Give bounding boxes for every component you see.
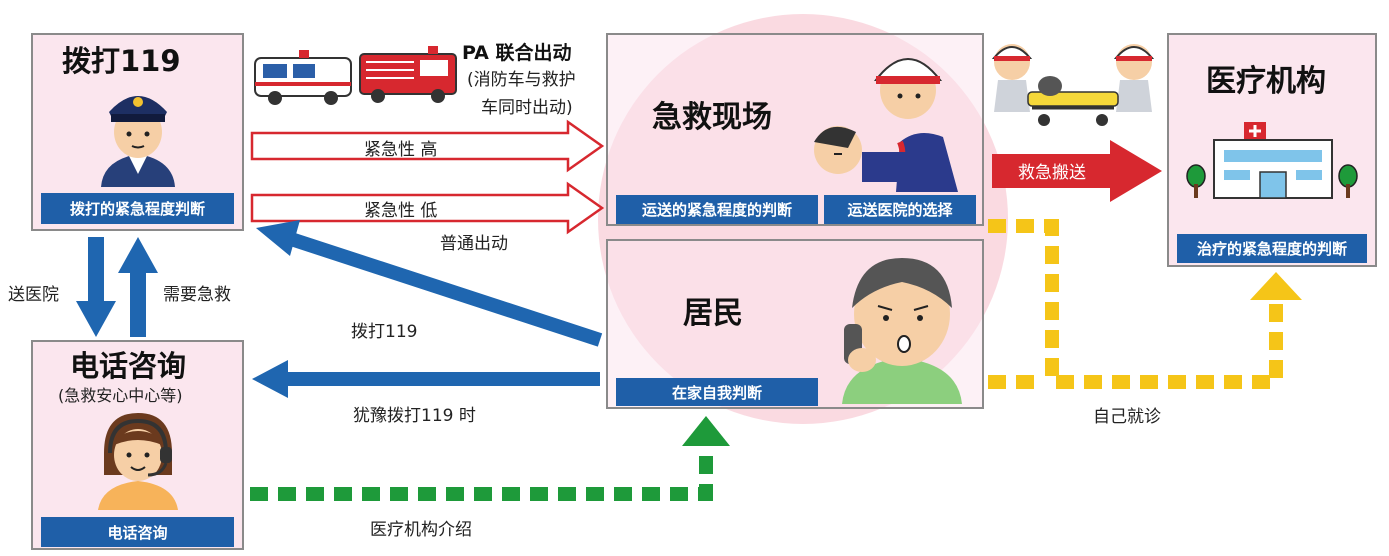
pa-dispatch-title: PA 联合出动 bbox=[462, 42, 572, 64]
resident-label: 在家自我判断 bbox=[616, 378, 818, 406]
need-ambulance-arrow bbox=[118, 237, 158, 337]
self-visit-label: 自己就诊 bbox=[1093, 407, 1161, 427]
hospital-label: 治疗的紧急程度的判断 bbox=[1177, 234, 1367, 263]
fire-truck-icon bbox=[359, 46, 457, 103]
hospital-building-icon bbox=[1186, 122, 1358, 199]
urgent-low-arrow bbox=[250, 181, 605, 235]
transport-arrow bbox=[992, 140, 1162, 202]
hesitate-call-label: 犹豫拨打119 时 bbox=[353, 406, 476, 426]
scene-label-right: 运送医院的选择 bbox=[824, 195, 976, 224]
normal-dispatch-label: 普通出动 bbox=[440, 234, 508, 254]
resident-call-arrow bbox=[256, 220, 603, 347]
resident-title: 居民 bbox=[683, 296, 743, 331]
phone-consult-subtitle: (急救安心中心等) bbox=[58, 386, 183, 405]
phone-consult-title: 电话咨询 bbox=[70, 349, 187, 383]
pa-dispatch-note-2: 车同时出动) bbox=[481, 98, 573, 118]
call-119-title: 拨打119 bbox=[62, 44, 181, 78]
operator-headset-icon bbox=[98, 413, 178, 510]
transport-label: 救急搬送 bbox=[1018, 163, 1086, 183]
scene-label-left: 运送的紧急程度的判断 bbox=[616, 195, 818, 224]
need-ambulance-label: 需要急救 bbox=[163, 285, 231, 305]
scene-title: 急救现场 bbox=[652, 100, 772, 135]
rescue-worker-icon bbox=[814, 58, 958, 192]
phone-consult-label: 电话咨询 bbox=[41, 517, 234, 547]
resident-call-label: 拨打119 bbox=[351, 322, 418, 342]
resident-on-phone-icon bbox=[842, 258, 962, 404]
send-hospital-arrow bbox=[76, 237, 116, 337]
call-119-label: 拨打的紧急程度判断 bbox=[41, 193, 234, 224]
urgent-high-label: 紧急性 高 bbox=[364, 140, 438, 160]
police-officer-icon bbox=[101, 96, 175, 187]
hospital-intro-label: 医疗机构介绍 bbox=[370, 520, 472, 540]
urgent-low-label: 紧急性 低 bbox=[364, 201, 438, 221]
pa-dispatch-note-1: (消防车与救护 bbox=[467, 70, 576, 90]
stretcher-team-icon bbox=[991, 44, 1155, 126]
ambulance-icon bbox=[254, 50, 352, 105]
hospital-title: 医疗机构 bbox=[1206, 64, 1326, 99]
urgent-high-arrow bbox=[250, 119, 605, 173]
hesitate-call-arrow bbox=[252, 360, 600, 398]
send-hospital-label: 送医院 bbox=[8, 285, 59, 305]
